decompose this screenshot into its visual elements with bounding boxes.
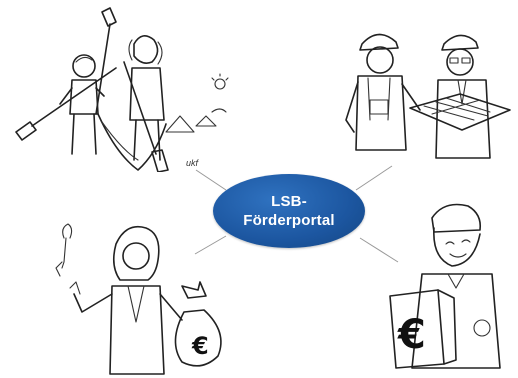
money-bag-euro-sign: €: [191, 332, 209, 360]
workers-blueprint-illustration: [340, 20, 516, 168]
money-bag-euro-illustration: €: [52, 202, 232, 376]
box-euro-sign: €: [397, 312, 426, 358]
connector-top-right: [355, 165, 393, 191]
hub-title-line-1: LSB-: [271, 193, 307, 210]
portal-hub[interactable]: LSB- Förderportal: [213, 174, 365, 248]
connector-bottom-left: [194, 235, 227, 255]
connector-bottom-right: [359, 237, 399, 263]
connector-top-left: [195, 169, 227, 191]
canoe-family-illustration: ukf: [6, 4, 242, 172]
euro-box-illustration: €: [382, 198, 516, 376]
artist-signature: ukf: [186, 158, 200, 168]
hub-title-line-2: Förderportal: [243, 212, 335, 229]
